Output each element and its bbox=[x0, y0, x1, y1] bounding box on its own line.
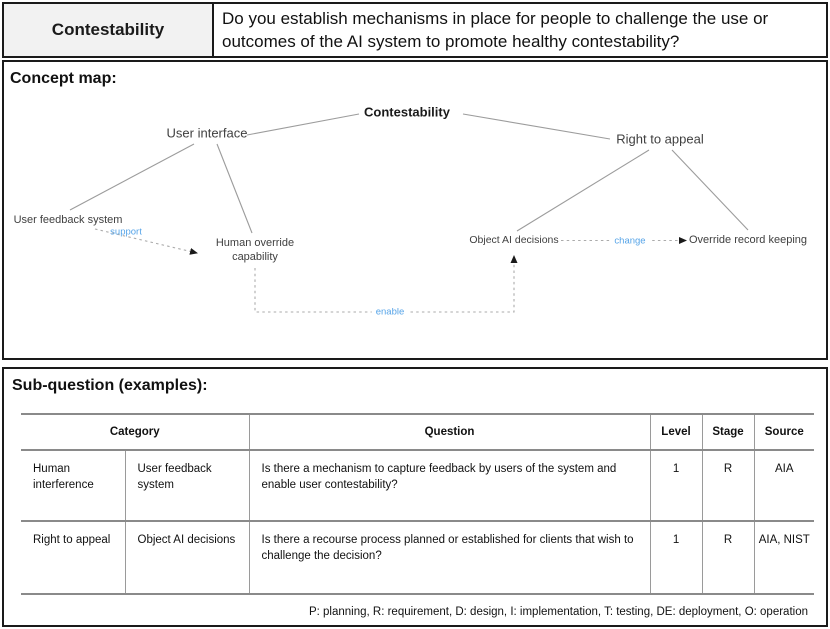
cell-source: AIA bbox=[774, 463, 794, 475]
cell-category-item: Object AI decisions bbox=[125, 521, 250, 594]
concept-map-section: Concept map: Contestability User interfa… bbox=[2, 60, 828, 360]
cell-category-group: Right to appeal bbox=[21, 521, 126, 594]
principle-question: Do you establish mechanisms in place for… bbox=[222, 9, 769, 51]
node-right-to-appeal: Right to appeal bbox=[616, 131, 704, 147]
cell-category-group: Human interference bbox=[21, 450, 126, 521]
column-header-stage: Stage bbox=[702, 414, 755, 450]
cell-level: 1 bbox=[650, 450, 703, 521]
edge-label-enable: enable bbox=[371, 306, 409, 318]
node-contestability: Contestability bbox=[364, 104, 450, 120]
cell-source: AIA, NIST bbox=[758, 534, 810, 546]
table-header-row: Category Question Level Stage Source bbox=[21, 414, 815, 450]
node-override-record-keeping: Override record keeping bbox=[688, 234, 808, 246]
cell-question: Is there a mechanism to capture feedback… bbox=[249, 450, 651, 521]
edge-support-arrow bbox=[94, 228, 198, 255]
edge-label-change: change bbox=[610, 235, 650, 247]
header-question-box: Contestability Do you establish mechanis… bbox=[2, 2, 828, 58]
node-user-feedback-system: User feedback system bbox=[13, 214, 123, 226]
stage-legend: P: planning, R: requirement, D: design, … bbox=[308, 606, 808, 618]
edge-contestability-righttoappeal bbox=[462, 113, 611, 140]
edge-userinterface-contestability bbox=[246, 113, 360, 136]
principle-title-cell: Contestability bbox=[4, 4, 214, 56]
table-row: Right to appeal Object AI decisions Is t… bbox=[21, 521, 815, 594]
concept-map-title: Concept map: bbox=[10, 70, 117, 87]
cell-level: 1 bbox=[650, 521, 703, 594]
edge-userinterface-humanoverride bbox=[216, 143, 253, 234]
node-human-override-capability: Human override capability bbox=[215, 237, 295, 263]
sub-question-table: Category Question Level Stage Source Hum… bbox=[21, 413, 815, 595]
column-header-question: Question bbox=[249, 414, 651, 450]
cell-stage: R bbox=[702, 521, 755, 594]
edge-userinterface-userfeedback bbox=[69, 143, 195, 211]
principle-question-cell: Do you establish mechanisms in place for… bbox=[214, 4, 826, 56]
edge-righttoappeal-objectai bbox=[516, 149, 650, 232]
table-row: Human interference User feedback system … bbox=[21, 450, 815, 521]
sub-question-section: Sub-question (examples): Category Questi… bbox=[2, 367, 828, 627]
sub-question-title: Sub-question (examples): bbox=[12, 377, 208, 394]
node-user-interface: User interface bbox=[166, 125, 248, 141]
node-object-ai-decisions: Object AI decisions bbox=[469, 234, 559, 246]
cell-question: Is there a recourse process planned or e… bbox=[249, 521, 651, 594]
principle-title: Contestability bbox=[51, 20, 165, 39]
edge-righttoappeal-overriderecord bbox=[671, 149, 749, 231]
cell-category-item: User feedback system bbox=[125, 450, 250, 521]
column-header-level: Level bbox=[650, 414, 703, 450]
column-header-source: Source bbox=[764, 426, 804, 438]
cell-stage: R bbox=[702, 450, 755, 521]
edge-label-support: support bbox=[110, 226, 142, 238]
column-header-category: Category bbox=[21, 414, 250, 450]
edge-enable-arrow bbox=[254, 255, 518, 313]
